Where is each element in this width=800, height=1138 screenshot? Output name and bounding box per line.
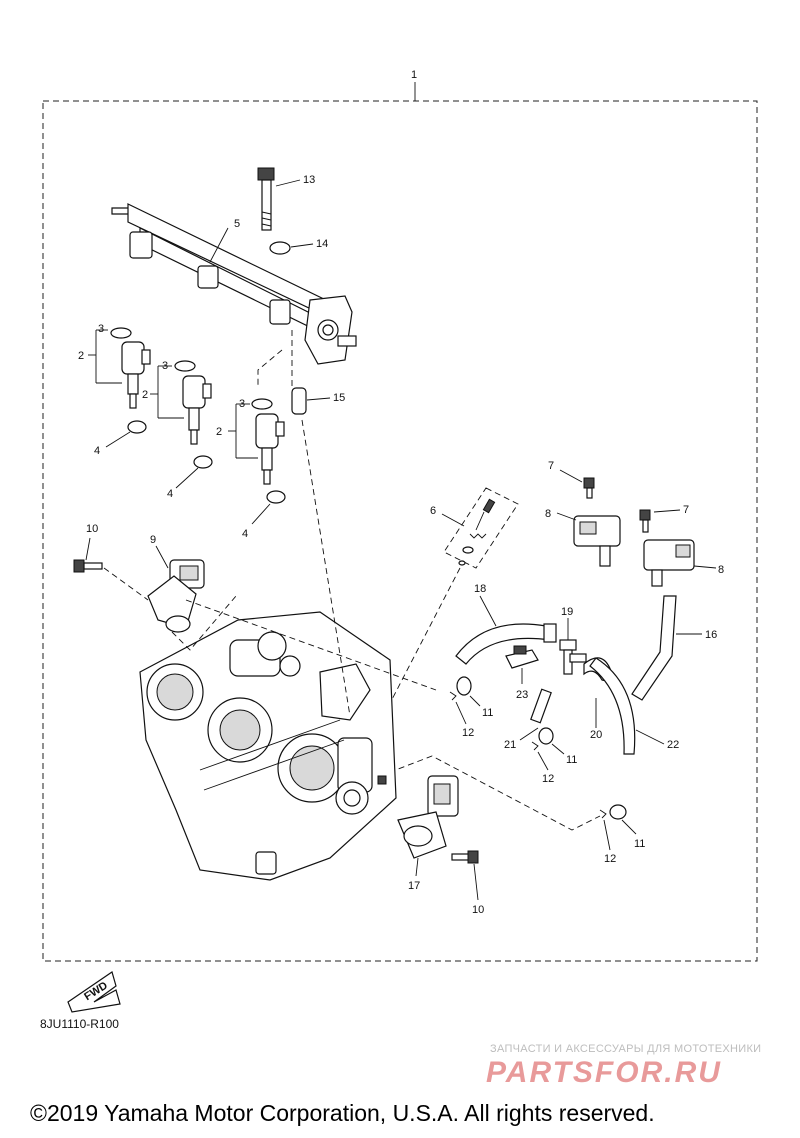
fwd-arrow-icon: FWD	[67, 971, 121, 1013]
watermark-subtitle: ЗАПЧАСТИ И АКСЕССУАРЫ ДЛЯ МОТОТЕХНИКИ	[490, 1043, 762, 1055]
callout-10b[interactable]: 10	[472, 904, 484, 916]
callout-17[interactable]: 17	[408, 880, 420, 892]
callout-14[interactable]: 14	[316, 238, 328, 250]
callout-7a[interactable]: 7	[548, 460, 554, 472]
injector-a[interactable]	[110, 327, 151, 434]
callout-11a[interactable]: 11	[482, 707, 493, 719]
bolt-10b[interactable]	[451, 850, 479, 864]
assembly-frame	[42, 100, 758, 962]
throttle-sensor-9[interactable]	[147, 559, 205, 633]
callout-3c[interactable]: 3	[239, 398, 245, 410]
callout-18[interactable]: 18	[474, 583, 486, 595]
sensor-17[interactable]	[397, 775, 459, 859]
callout-7b[interactable]: 7	[683, 504, 689, 516]
callout-8b[interactable]: 8	[718, 564, 724, 576]
callout-13[interactable]: 13	[303, 174, 315, 186]
bolt-13[interactable]	[257, 167, 275, 231]
callout-8a[interactable]: 8	[545, 508, 551, 520]
callout-3b[interactable]: 3	[162, 360, 168, 372]
callout-4c[interactable]: 4	[242, 528, 248, 540]
hose-21[interactable]	[530, 688, 552, 724]
throttle-body[interactable]	[139, 611, 397, 881]
cap-11b[interactable]	[531, 727, 554, 751]
spacer-15[interactable]	[291, 387, 307, 415]
callout-12c[interactable]: 12	[604, 853, 616, 865]
callout-5[interactable]: 5	[234, 218, 240, 230]
pressure-sensor-b[interactable]	[639, 509, 695, 587]
hose-22[interactable]	[589, 657, 636, 755]
callout-12b[interactable]: 12	[542, 773, 554, 785]
callout-22[interactable]: 22	[667, 739, 679, 751]
copyright-notice: ©2019 Yamaha Motor Corporation, U.S.A. A…	[30, 1100, 655, 1126]
callout-1[interactable]: 1	[411, 69, 417, 81]
callout-11b[interactable]: 11	[566, 754, 577, 766]
callout-2c[interactable]: 2	[216, 426, 222, 438]
callout-4b[interactable]: 4	[167, 488, 173, 500]
fuel-rail[interactable]	[111, 203, 357, 365]
watermark-logo: PARTSFOR.RU	[486, 1056, 722, 1089]
collar-14[interactable]	[269, 241, 291, 255]
injector-c[interactable]	[251, 398, 286, 504]
callout-15[interactable]: 15	[333, 392, 345, 404]
joint-19[interactable]	[559, 639, 587, 675]
callout-2a[interactable]: 2	[78, 350, 84, 362]
callout-11c[interactable]: 11	[634, 838, 645, 850]
callout-19[interactable]: 19	[561, 606, 573, 618]
callout-10a[interactable]: 10	[86, 523, 98, 535]
callout-4a[interactable]: 4	[94, 445, 100, 457]
callout-20[interactable]: 20	[590, 729, 602, 741]
callout-23[interactable]: 23	[516, 689, 528, 701]
cap-11a[interactable]	[449, 676, 472, 701]
hose-16[interactable]	[631, 595, 677, 701]
callout-2b[interactable]: 2	[142, 389, 148, 401]
callout-21[interactable]: 21	[504, 739, 516, 751]
callout-12a[interactable]: 12	[462, 727, 474, 739]
callout-16[interactable]: 16	[705, 629, 717, 641]
pressure-sensor-a[interactable]	[573, 477, 621, 567]
drawing-code: 8JU1110-R100	[40, 1017, 119, 1031]
fitting-23[interactable]	[505, 645, 539, 669]
cap-11c[interactable]	[599, 804, 627, 820]
callout-3a[interactable]: 3	[98, 323, 104, 335]
injector-b[interactable]	[174, 360, 213, 469]
callout-9[interactable]: 9	[150, 534, 156, 546]
bolt-10a[interactable]	[73, 559, 103, 573]
screw-kit-6[interactable]	[443, 487, 519, 569]
callout-6[interactable]: 6	[430, 505, 436, 517]
